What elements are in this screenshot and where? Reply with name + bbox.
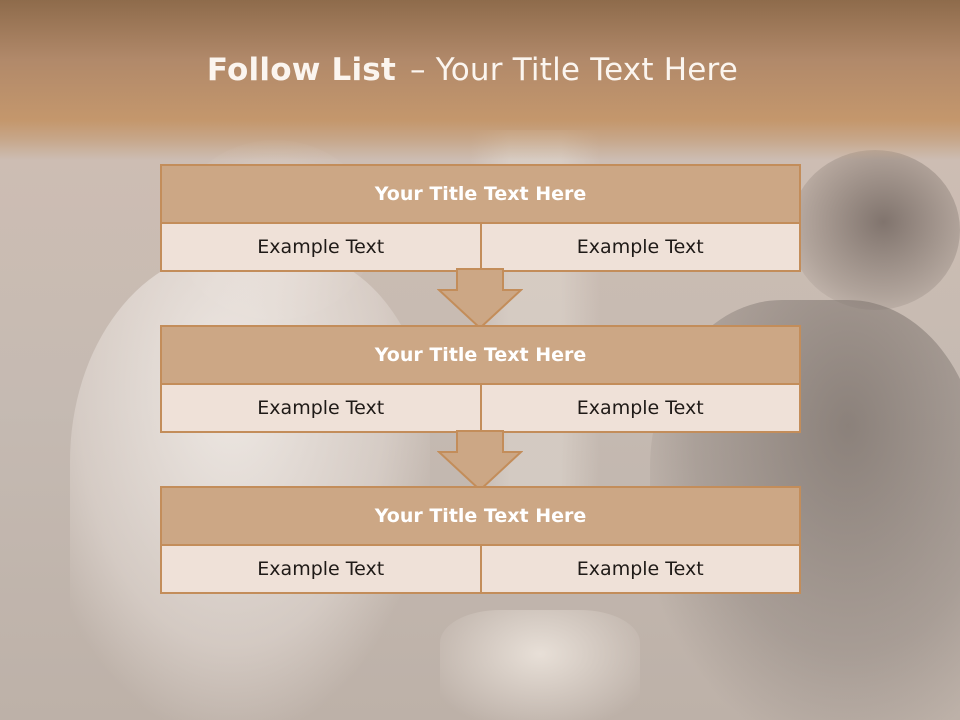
title-band [0,0,960,160]
background-plant-pot [440,610,640,720]
slide-title-bold: Follow List [206,52,396,88]
slide-title: Follow List–Your Title Text Here [0,52,945,88]
step-row: Example Text Example Text [162,224,799,270]
slide-title-rest: Your Title Text Here [435,52,739,88]
step-title: Your Title Text Here [162,166,799,224]
down-arrow-icon [437,430,523,492]
step-cell-right: Example Text [479,546,799,592]
step-box-1: Your Title Text Here Example Text Exampl… [160,164,801,272]
step-cell-left: Example Text [162,224,480,270]
step-row: Example Text Example Text [162,546,799,592]
step-title: Your Title Text Here [162,327,799,385]
step-box-3: Your Title Text Here Example Text Exampl… [160,486,801,594]
background-person-right-head [790,150,960,310]
step-cell-right: Example Text [479,385,799,431]
step-row: Example Text Example Text [162,385,799,431]
slide-title-dash: – [409,52,426,88]
down-arrow-icon [437,268,523,330]
step-cell-right: Example Text [479,224,799,270]
step-cell-left: Example Text [162,546,480,592]
step-box-2: Your Title Text Here Example Text Exampl… [160,325,801,433]
background-person-left [70,250,430,720]
step-cell-left: Example Text [162,385,480,431]
step-title: Your Title Text Here [162,488,799,546]
